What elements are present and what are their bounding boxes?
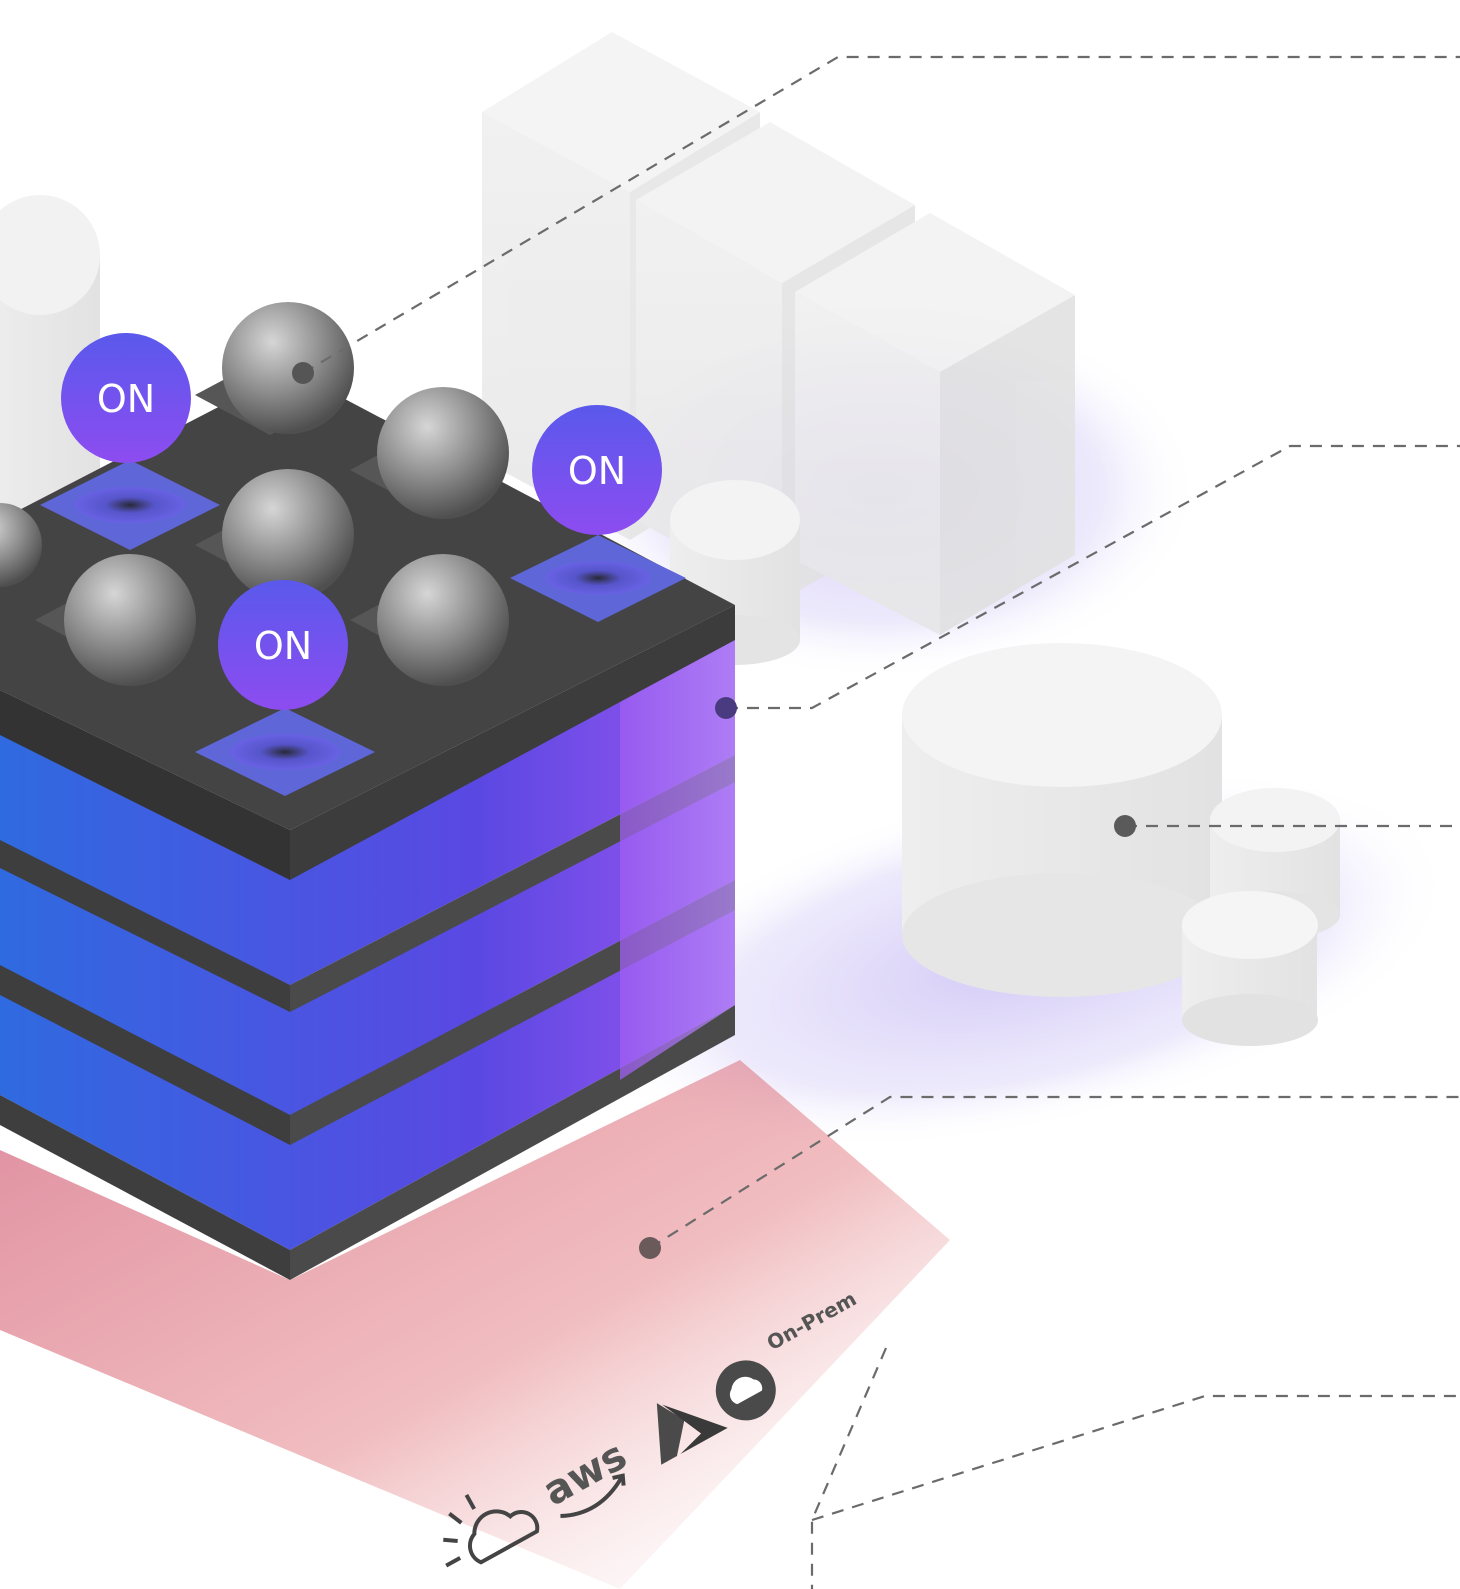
on-node-2[interactable]: ON	[532, 405, 662, 535]
sphere	[222, 469, 354, 601]
top-slab	[0, 370, 735, 880]
connector-sphere	[302, 55, 1460, 374]
grey-spheres	[0, 302, 509, 686]
connector-dot	[639, 1237, 661, 1259]
sphere	[0, 503, 42, 587]
sphere	[377, 554, 509, 686]
on-node-label: ON	[254, 624, 312, 668]
cylinder-small-front	[1182, 891, 1318, 1046]
cylinder-left-edge	[0, 195, 100, 515]
connector-lines	[302, 55, 1460, 1589]
connector-dot	[292, 362, 314, 384]
on-node-label: ON	[97, 377, 155, 421]
on-node-1[interactable]: ON	[61, 333, 191, 463]
connector-bottom-a	[810, 1347, 888, 1589]
layer-right-face	[620, 605, 735, 1080]
connector-providers	[649, 1095, 1460, 1249]
empty-slot-1	[40, 460, 220, 550]
empty-slot-3	[195, 708, 375, 796]
on-node-3[interactable]: ON	[218, 580, 348, 710]
azure-icon	[656, 1403, 728, 1465]
connector-dot	[1114, 815, 1136, 837]
empty-slot-2	[510, 535, 686, 622]
connector-layers	[726, 444, 1460, 710]
sphere	[64, 554, 196, 686]
sphere	[222, 302, 354, 434]
cylinder-large	[902, 643, 1222, 997]
layer-stack: ON ON ON	[0, 302, 735, 1280]
server-tower-3	[795, 213, 1075, 635]
red-glow	[0, 1060, 950, 1589]
ibm-cloud-icon	[443, 1493, 540, 1568]
sphere	[377, 387, 509, 519]
connector-bottom-b	[811, 1394, 1460, 1522]
connector-dot	[715, 697, 737, 719]
connector-dots	[292, 362, 1136, 1259]
on-node-label: ON	[568, 449, 626, 493]
